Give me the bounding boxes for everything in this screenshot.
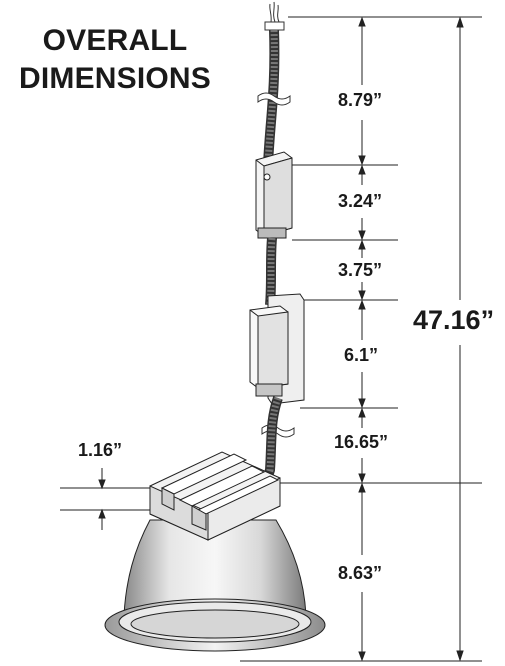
cable-connector <box>264 21 285 31</box>
led-driver <box>249 293 305 405</box>
dimension-lower-cable: 16.65” <box>334 432 389 452</box>
junction-box <box>255 151 293 239</box>
dimension-driver: 6.1” <box>344 345 379 365</box>
bracket-dimension-line <box>98 468 106 530</box>
reflector-dome <box>104 519 326 652</box>
drawing-title-line-2: DIMENSIONS <box>18 62 212 95</box>
dimension-overall: 47.16” <box>413 305 495 335</box>
flex-conduit-middle <box>265 237 277 306</box>
dimension-top-cable: 8.79” <box>338 90 383 110</box>
dimension-junction-box: 3.24” <box>338 191 383 211</box>
mounting-bracket <box>149 451 281 541</box>
dimension-mid-cable: 3.75” <box>338 260 383 280</box>
lead-wires <box>269 1 280 23</box>
extension-lines <box>60 16 482 662</box>
flex-conduit-upper <box>263 29 280 166</box>
drawing-title-line-1: OVERALL <box>42 24 188 57</box>
dimension-bracket: 1.16” <box>78 440 123 460</box>
dimension-reflector: 8.63” <box>338 563 383 583</box>
stacked-dimension-line <box>358 16 366 662</box>
overall-dimension-line <box>456 16 464 662</box>
